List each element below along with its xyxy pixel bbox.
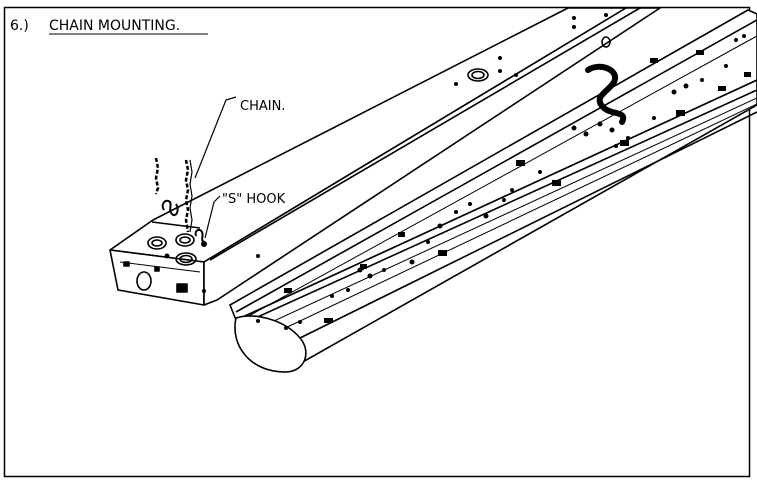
knockout-hole — [136, 271, 152, 291]
fixture-housing — [109, 7, 661, 306]
s-hook-installed — [194, 228, 205, 243]
callout-leaders — [194, 96, 237, 239]
chain — [184, 159, 193, 233]
step-number: 6.) — [10, 18, 29, 34]
chain-left — [154, 157, 160, 195]
s-hook-icon — [161, 199, 179, 216]
step-title: CHAIN MOUNTING. — [49, 18, 180, 34]
chain-label: CHAIN. — [240, 99, 285, 114]
s-hook-label: "S" HOOK — [222, 192, 286, 207]
wire-bundle — [585, 63, 627, 125]
housing-mount-holes — [164, 13, 608, 293]
fixture-gear-tray — [229, 9, 757, 373]
tray-features — [256, 34, 751, 330]
drawing-frame — [3, 6, 751, 478]
